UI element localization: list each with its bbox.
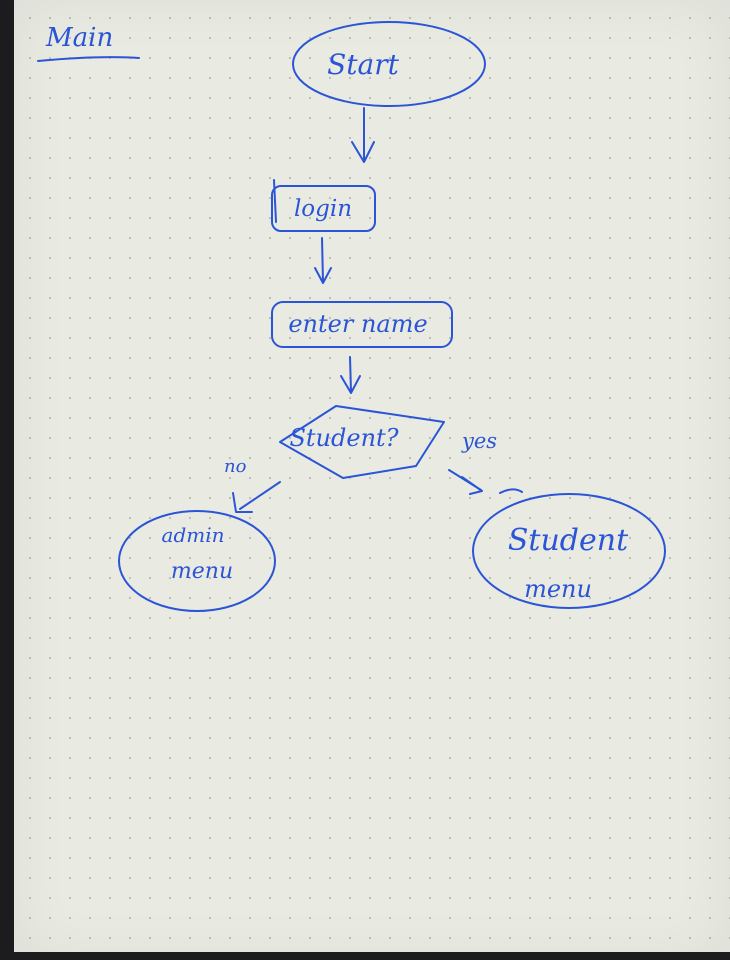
start-terminal-shape: [292, 21, 486, 107]
admin-menu-label-line2: menu: [171, 559, 233, 584]
admin-menu-label-line1: admin: [162, 523, 225, 547]
notebook-page: [14, 0, 730, 960]
start-label: Start: [327, 48, 400, 81]
admin-menu-terminal-shape: [118, 510, 276, 612]
student-menu-terminal-shape: [472, 493, 666, 609]
yes-branch-label: yes: [461, 429, 497, 453]
login-process-shape: [271, 185, 376, 232]
student-menu-label-line2: menu: [524, 575, 592, 603]
diagram-title: Main: [45, 23, 113, 53]
enter-name-process-shape: [271, 301, 453, 348]
login-box-stroke: [273, 179, 277, 223]
enter-name-label: enter name: [288, 310, 427, 338]
arrow-enter-name-to-decision: [340, 356, 361, 394]
no-branch-label: no: [224, 456, 247, 477]
decision-label: Student?: [289, 424, 398, 452]
login-label: login: [294, 196, 352, 222]
student-decision-shape: [279, 405, 445, 479]
page-edge-shadow: [0, 952, 730, 960]
student-menu-label-line1: Student: [508, 523, 629, 558]
arrow-decision-to-admin: [232, 481, 281, 513]
title-underline: [37, 56, 140, 62]
arrow-login-to-enter-name: [314, 237, 332, 284]
arrow-decision-to-student-menu: [448, 469, 523, 495]
arrow-start-to-login: [351, 107, 375, 163]
